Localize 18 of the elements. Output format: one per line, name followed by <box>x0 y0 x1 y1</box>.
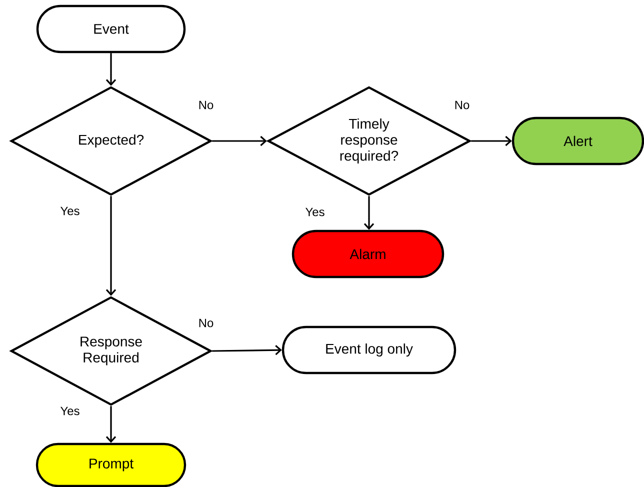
terminal-box: Event <box>36 4 186 54</box>
edge-label: No <box>199 318 214 328</box>
arrow <box>212 344 282 356</box>
arrow <box>106 196 116 296</box>
arrow <box>471 136 512 146</box>
edge-label: No <box>199 100 214 110</box>
arrow <box>212 136 267 146</box>
arrow <box>364 196 374 230</box>
terminal-box: Prompt <box>36 442 186 487</box>
edge-label: Yes <box>60 406 80 416</box>
terminal-box: Alert <box>512 116 644 166</box>
terminal-box: Alarm <box>292 230 444 278</box>
terminal-box: Event log only <box>282 326 456 374</box>
arrow <box>106 53 116 86</box>
edge-label: Yes <box>305 208 324 216</box>
arrow <box>106 406 116 443</box>
edge-label: No <box>455 100 470 110</box>
edge-label: Yes <box>60 206 80 216</box>
